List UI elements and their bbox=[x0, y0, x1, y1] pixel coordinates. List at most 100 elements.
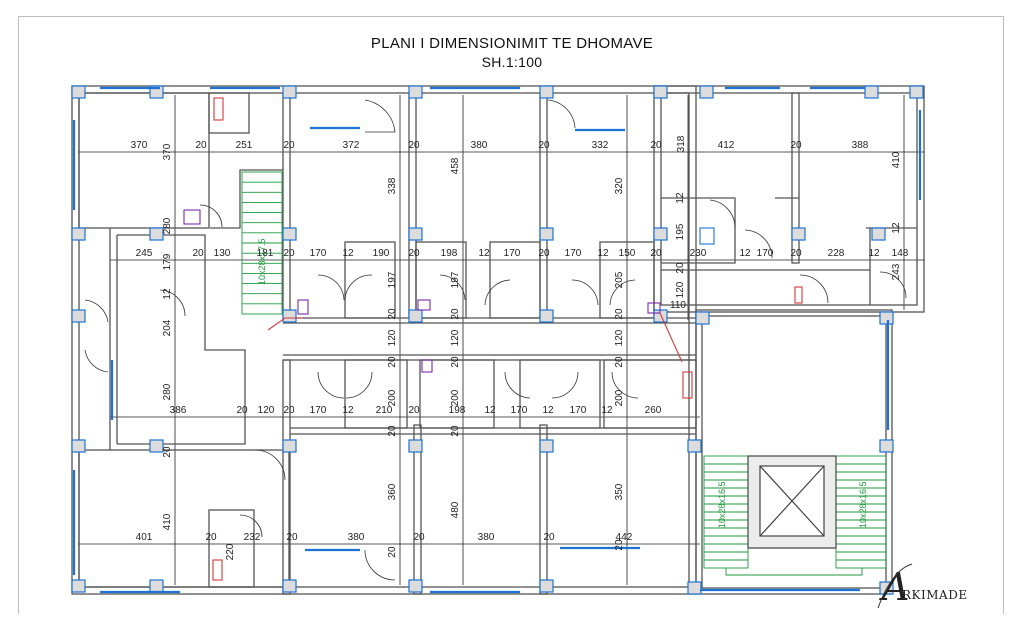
dimension-label: 205 bbox=[614, 271, 625, 288]
dimension-label: 20 bbox=[408, 405, 420, 416]
dimension-label: 232 bbox=[244, 532, 261, 543]
dimension-label: 20 bbox=[408, 248, 420, 259]
dimension-label: 280 bbox=[162, 217, 173, 234]
drawing-title: PLANI I DIMENSIONIMIT TE DHOMAVE bbox=[370, 35, 654, 52]
dimension-label: 120 bbox=[450, 329, 461, 346]
dimension-label: 20 bbox=[614, 308, 625, 320]
dimension-label: 20 bbox=[283, 405, 295, 416]
door-10 bbox=[571, 279, 599, 306]
column bbox=[871, 227, 886, 241]
column bbox=[408, 309, 423, 323]
bath-top-2 bbox=[415, 241, 467, 319]
dimension-label: 200 bbox=[450, 389, 461, 406]
elevator-cross-2 bbox=[759, 465, 825, 537]
marker-1 bbox=[267, 317, 303, 331]
dimension-label: 170 bbox=[757, 248, 774, 259]
dimension-label: 386 bbox=[170, 405, 187, 416]
door-14 bbox=[504, 371, 531, 399]
column bbox=[408, 439, 423, 453]
column bbox=[879, 439, 894, 453]
dimension-label: 20 bbox=[387, 308, 398, 320]
dimension-label: 388 bbox=[852, 140, 869, 151]
door-3 bbox=[84, 299, 109, 323]
dimension-label: 20 bbox=[387, 425, 398, 437]
door-2 bbox=[547, 99, 576, 129]
column bbox=[149, 439, 164, 453]
dimension-label: 197 bbox=[387, 271, 398, 288]
dimension-label: 412 bbox=[718, 140, 735, 151]
column bbox=[282, 227, 297, 241]
dimension-lines bbox=[78, 95, 925, 585]
dimension-label: 20 bbox=[408, 140, 420, 151]
dimension-label: 370 bbox=[162, 143, 173, 160]
dimension-label: 210 bbox=[376, 405, 393, 416]
door-24 bbox=[239, 514, 263, 538]
dimension-label: 20 bbox=[192, 248, 204, 259]
dimension-label: 120 bbox=[387, 329, 398, 346]
cabinet-1 bbox=[699, 227, 715, 245]
column bbox=[71, 227, 86, 241]
column bbox=[408, 579, 423, 593]
door-4 bbox=[84, 349, 109, 373]
outer-wall-inner bbox=[78, 92, 690, 588]
column bbox=[71, 309, 86, 323]
dimension-label: 120 bbox=[258, 405, 275, 416]
dimension-label: 338 bbox=[387, 177, 398, 194]
dimension-label: 12 bbox=[868, 248, 880, 259]
doors bbox=[84, 99, 907, 581]
partition-2 bbox=[408, 92, 417, 319]
door-8 bbox=[439, 274, 466, 301]
dimension-label: 442 bbox=[616, 532, 633, 543]
dimension-label: 372 bbox=[343, 140, 360, 151]
dimension-label: 20 bbox=[790, 248, 802, 259]
dimension-label: 380 bbox=[471, 140, 488, 151]
dimension-label: 20 bbox=[543, 532, 555, 543]
dimension-label: 198 bbox=[441, 248, 458, 259]
column bbox=[699, 85, 714, 99]
shaft-5 bbox=[421, 359, 433, 373]
dimension-label: 20 bbox=[450, 356, 461, 368]
column bbox=[71, 439, 86, 453]
hall-wall-1 bbox=[117, 234, 246, 445]
column bbox=[539, 309, 554, 323]
column bbox=[282, 85, 297, 99]
column bbox=[653, 85, 668, 99]
column bbox=[282, 579, 297, 593]
column bbox=[879, 311, 894, 325]
drawing-scale: SH.1:100 bbox=[481, 54, 543, 70]
dimension-label: 20 bbox=[387, 356, 398, 368]
dimension-label: 170 bbox=[570, 405, 587, 416]
dimension-label: 332 bbox=[592, 140, 609, 151]
dimension-label: 380 bbox=[478, 532, 495, 543]
dimension-label: 20 bbox=[413, 532, 425, 543]
partition-1 bbox=[282, 92, 291, 319]
column bbox=[149, 227, 164, 241]
dimension-label: 200 bbox=[387, 389, 398, 406]
elevator-shaft bbox=[747, 455, 837, 549]
partition-7 bbox=[539, 424, 548, 595]
dimension-label: 458 bbox=[450, 157, 461, 174]
core-stair-landing bbox=[725, 568, 863, 576]
dimension-label: 12 bbox=[891, 222, 902, 234]
dimension-label: 20 bbox=[538, 248, 550, 259]
dimension-label: 20 bbox=[286, 532, 298, 543]
door-11 bbox=[609, 279, 636, 306]
core-stair-right-label: 10x28x16.5 bbox=[858, 481, 868, 528]
column bbox=[791, 227, 806, 241]
shaft-4 bbox=[647, 302, 661, 314]
dimension-label: 280 bbox=[162, 383, 173, 400]
dimension-label: 20 bbox=[538, 140, 550, 151]
dimension-label: 170 bbox=[310, 405, 327, 416]
bath-wall-1 bbox=[208, 92, 250, 134]
dimension-label: 204 bbox=[162, 319, 173, 336]
dimension-label: 20 bbox=[614, 356, 625, 368]
east-wing-wall bbox=[653, 85, 925, 313]
dimension-label: 12 bbox=[739, 248, 751, 259]
door-22 bbox=[879, 271, 907, 299]
dimension-label: 20 bbox=[450, 425, 461, 437]
dimension-label: 260 bbox=[645, 405, 662, 416]
door-5 bbox=[159, 289, 186, 317]
dimension-label: 410 bbox=[162, 513, 173, 530]
partition-3 bbox=[539, 92, 548, 319]
column bbox=[149, 579, 164, 593]
